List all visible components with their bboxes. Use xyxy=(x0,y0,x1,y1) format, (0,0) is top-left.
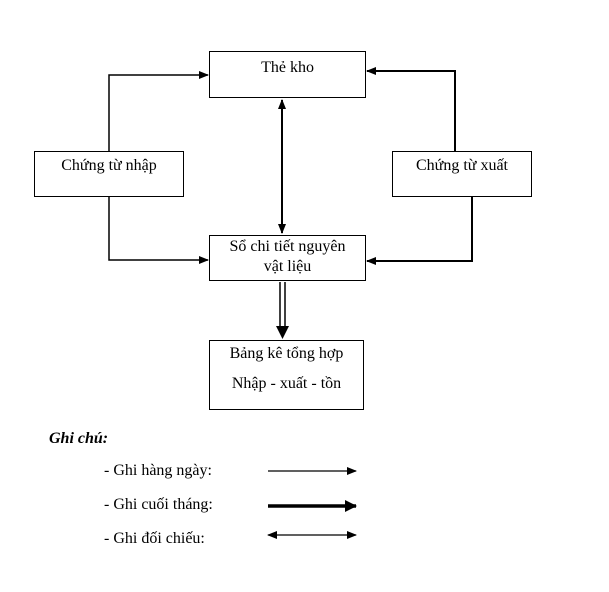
edge-soct-bangke-head xyxy=(276,326,289,339)
legend-item-reconcile: - Ghi đối chiếu: xyxy=(104,530,205,547)
node-so-chi-tiet: Sổ chi tiết nguyên vật liệu xyxy=(209,235,366,281)
edge-xuat-soct xyxy=(366,197,473,265)
node-bang-ke: Bảng kê tổng hợp Nhập - xuất - tồn xyxy=(209,340,364,410)
legend-item-daily: - Ghi hàng ngày: xyxy=(104,462,212,479)
edge-nhap-thekho xyxy=(108,71,209,151)
node-chung-tu-xuat-label: Chứng từ xuất xyxy=(415,157,508,174)
edge-xuat-thekho xyxy=(366,67,456,151)
node-the-kho-label: Thẻ kho xyxy=(261,59,314,76)
node-bang-ke-line1: Bảng kê tổng hợp xyxy=(229,345,344,362)
edge-nhap-soct xyxy=(108,197,209,264)
node-the-kho: Thẻ kho xyxy=(209,51,366,98)
node-so-chi-tiet-line1: Sổ chi tiết nguyên xyxy=(229,238,346,255)
legend-title: Ghi chú: xyxy=(49,430,109,447)
legend-item-monthly: - Ghi cuối tháng: xyxy=(104,496,213,513)
node-bang-ke-line2: Nhập - xuất - tồn xyxy=(231,375,342,392)
node-chung-tu-nhap: Chứng từ nhập xyxy=(34,151,184,197)
node-chung-tu-xuat: Chứng từ xuất xyxy=(392,151,532,197)
node-chung-tu-nhap-label: Chứng từ nhập xyxy=(61,157,157,174)
node-so-chi-tiet-line2: vật liệu xyxy=(263,258,312,275)
